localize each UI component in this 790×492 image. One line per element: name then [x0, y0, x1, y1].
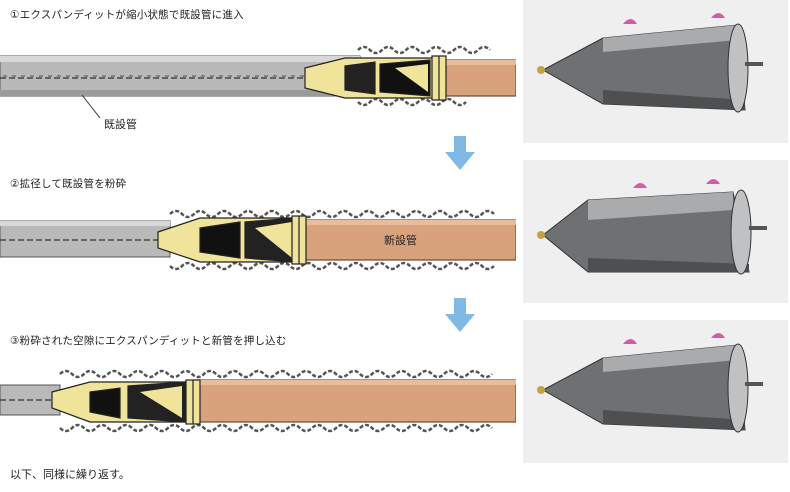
expander-tool-photo: [523, 0, 788, 143]
step-1-diagram: 既設管: [0, 45, 516, 131]
down-arrow-icon: [445, 136, 475, 170]
debris: [357, 45, 491, 55]
footnote: 以下、同様に繰り返す。: [10, 468, 130, 481]
existing-pipe-label: 既設管: [104, 117, 137, 131]
step-3-diagram: [0, 369, 516, 433]
expander-tool-photo: [523, 320, 788, 463]
new-pipe-label: 新設管: [384, 233, 417, 247]
step-1-label: ①エクスパンディットが縮小状態で既設管に進入: [10, 9, 244, 21]
step-3-label: ③粉砕された空隙にエクスパンディットと新管を押し込む: [10, 335, 287, 347]
new-pipe: [194, 379, 516, 423]
pull-chain: [0, 75, 310, 79]
down-arrow-icon: [445, 298, 475, 332]
existing-pipe: [0, 220, 171, 258]
expander-tool: [304, 55, 447, 101]
debris: [59, 369, 493, 379]
step-2-diagram: 新設管: [0, 209, 516, 271]
new-pipe: [439, 59, 516, 97]
expander-tool-photo: [523, 160, 788, 303]
expander-tool: [157, 215, 307, 265]
expander-tool: [51, 379, 201, 425]
step-2-label: ②拡径して既設管を粉砕: [10, 178, 127, 190]
debris: [169, 209, 495, 219]
